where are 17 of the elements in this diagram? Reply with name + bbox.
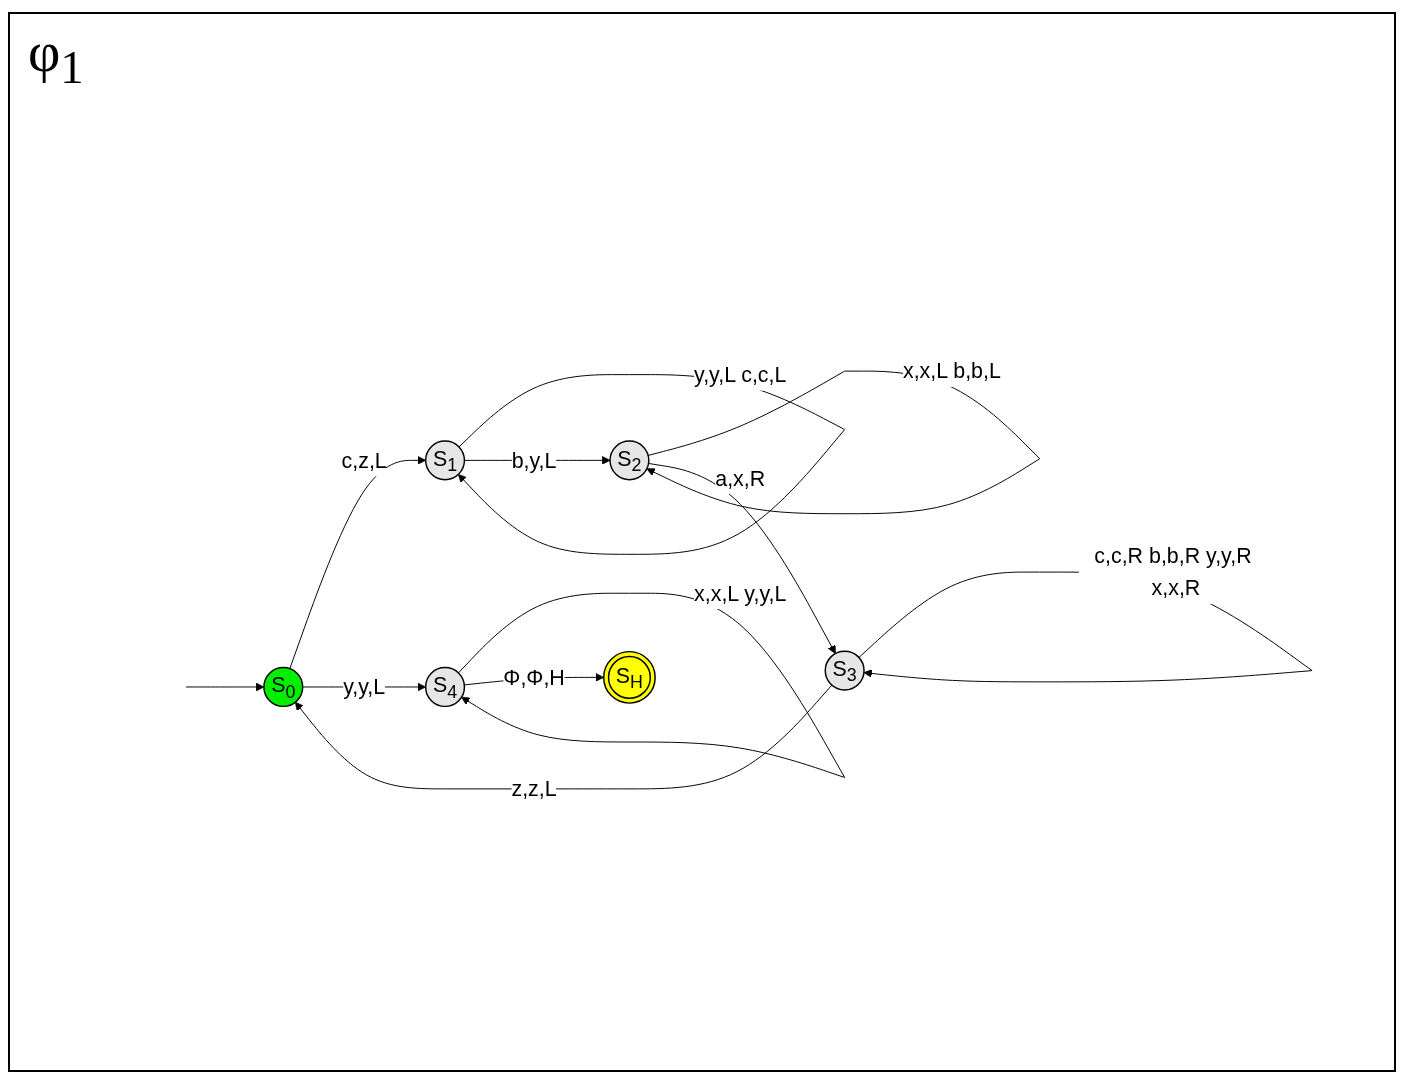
edge-label: x,x,L y,y,L xyxy=(694,581,787,606)
edge-label: y,y,L xyxy=(343,674,386,700)
node-circle: S$_{4}$ xyxy=(424,666,466,708)
diagram-title: φ$_{1}$ xyxy=(28,20,84,95)
node-circle: S$_{H}$ xyxy=(602,650,656,704)
edge-label: c,z,L xyxy=(341,448,387,473)
node-circle: S$_{2}$ xyxy=(609,440,650,481)
edge-label: Φ,Φ,H xyxy=(503,665,565,690)
edge-label: y,y,L c,c,L xyxy=(694,362,787,387)
node-circle: S$_{1}$ xyxy=(424,440,466,481)
edge-label: z,z,L xyxy=(511,776,557,802)
node-circle: S$_{0}$ xyxy=(263,666,304,708)
node-circle: S$_{3}$ xyxy=(824,650,865,691)
edge-label: c,c,R b,b,R y,y,R x,x,R xyxy=(1094,543,1252,601)
edge-label: x,x,L b,b,L xyxy=(902,358,1001,384)
edge-label: a,x,R xyxy=(715,466,766,491)
edge-label: b,y,L xyxy=(511,448,557,473)
